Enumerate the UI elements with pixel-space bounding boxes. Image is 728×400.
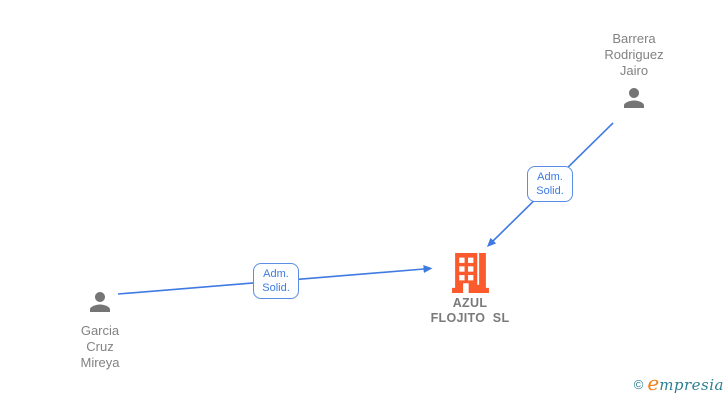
person-icon <box>90 292 110 312</box>
company-name-line: AZUL <box>452 296 488 310</box>
person-name: Garcia Cruz Mireya <box>40 323 160 371</box>
brand-letter-e: e <box>647 371 660 395</box>
brand-wordmark: mpresia <box>659 376 724 394</box>
edge-label-adm-solid-top: Adm. Solid. <box>527 166 573 202</box>
person-name-line: Cruz <box>86 339 114 354</box>
copyright-icon: © <box>633 377 644 392</box>
person-icon <box>624 88 644 108</box>
person-name: Barrera Rodriguez Jairo <box>570 31 698 79</box>
node-company-azul-flojito[interactable]: AZUL FLOJITO SL <box>402 253 538 326</box>
brand-logo[interactable]: ©empresia <box>634 371 724 395</box>
node-person-barrera[interactable]: Barrera Rodriguez Jairo <box>570 31 698 113</box>
edge-label-adm-solid-left: Adm. Solid. <box>253 263 299 299</box>
edge-label-line: Adm. <box>263 268 289 280</box>
edge-label-line: Adm. <box>537 171 563 183</box>
person-name-line: Rodriguez <box>604 47 664 62</box>
edge-label-line: Solid. <box>536 185 564 197</box>
building-icon <box>451 253 489 293</box>
person-name-line: Garcia <box>80 323 120 338</box>
edge-label-line: Solid. <box>262 282 290 294</box>
company-name: AZUL FLOJITO SL <box>402 296 538 326</box>
company-name-line: FLOJITO SL <box>430 311 510 325</box>
person-name-line: Jairo <box>619 63 649 78</box>
node-person-garcia[interactable]: Garcia Cruz Mireya <box>40 287 160 371</box>
person-name-line: Barrera <box>612 31 656 46</box>
person-name-line: Mireya <box>80 355 120 370</box>
